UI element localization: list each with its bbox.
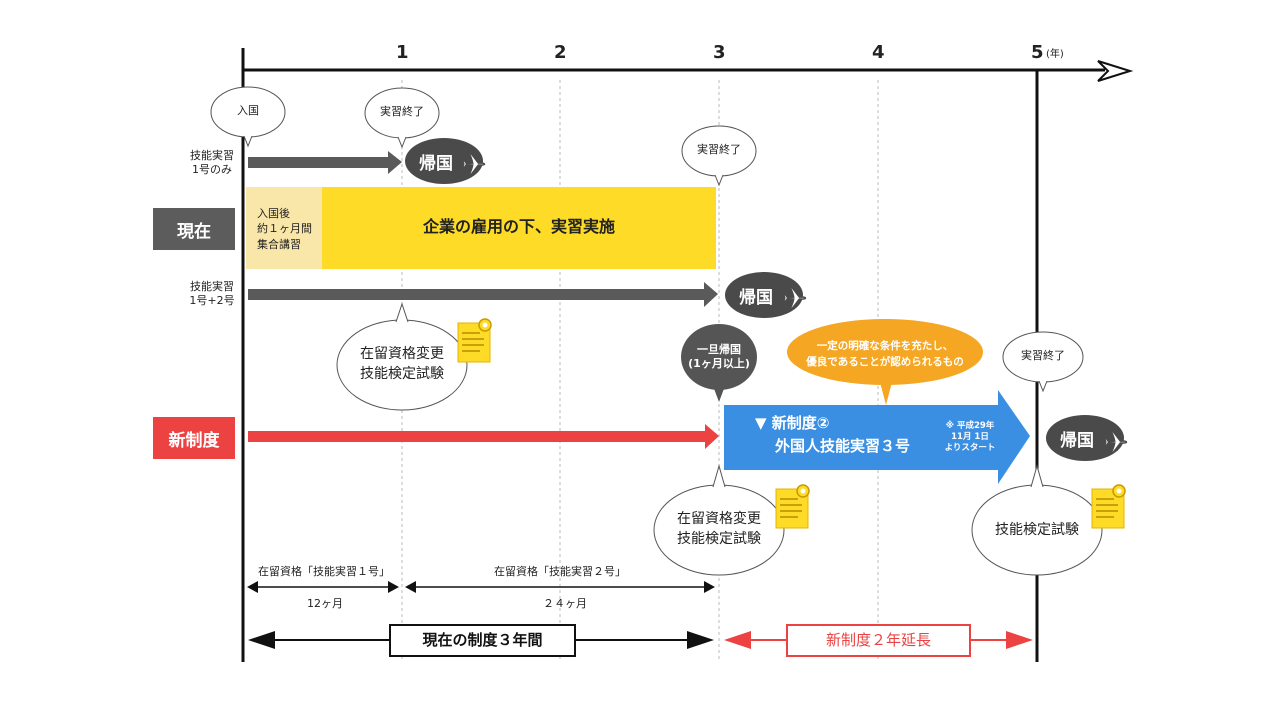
bubble-skill-test-5-text: 技能検定試験 xyxy=(995,522,1079,538)
bubble-end-training-5-text: 実習終了 xyxy=(1021,349,1065,362)
bubble-entry-text: 入国 xyxy=(237,104,259,117)
bubble-condition-shape xyxy=(787,319,983,405)
period-months-1-label: 12ヶ月 xyxy=(307,597,343,610)
return-home-text-3: 帰国 xyxy=(1060,430,1094,451)
arrow-row1 xyxy=(248,151,402,174)
certificate-icon-5 xyxy=(1091,484,1126,529)
bubble-entry-shape xyxy=(210,86,286,148)
bubble-status-change-3-text: 在留資格変更 技能検定試験 xyxy=(677,511,761,548)
return-home-text-2: 帰国 xyxy=(739,287,773,308)
bubble-end-training-1-shape xyxy=(364,87,440,149)
bubble-end-training-3-shape xyxy=(681,125,757,187)
arrow-new-system xyxy=(248,424,719,449)
period-status-2-label: 在留資格「技能実習２号」 xyxy=(494,565,626,578)
return-home-pill-3: 帰国 xyxy=(1046,415,1124,461)
certificate-icon-3 xyxy=(775,484,810,529)
row1-label: 技能実習 1号のみ xyxy=(190,149,234,176)
current-total-arrow xyxy=(248,624,714,657)
new-system-arrow-line2: 外国人技能実習３号 xyxy=(775,437,911,455)
bubble-status-change-1-text: 在留資格変更 技能検定試験 xyxy=(360,346,444,383)
bubble-end-training-1-text: 実習終了 xyxy=(380,105,424,118)
bubble-status-change-3-shape xyxy=(653,464,785,576)
bubble-end-training-5-shape xyxy=(1002,331,1084,393)
axis-unit-label: (年) xyxy=(1046,49,1064,60)
return-home-pill-1: 帰国 xyxy=(405,138,483,184)
arrow-row2 xyxy=(248,282,718,307)
period-status-1-label: 在留資格「技能実習１号」 xyxy=(258,565,390,578)
current-system-tag: 現在 xyxy=(153,208,235,250)
return-home-pill-2: 帰国 xyxy=(725,272,803,318)
row2-label: 技能実習 1号+2号 xyxy=(189,280,235,307)
new-extension-arrow xyxy=(724,624,1033,657)
new-extension-label: 新制度２年延長 xyxy=(825,631,931,649)
tick-label-3: 3 xyxy=(713,42,726,63)
tick-label-5: 5 xyxy=(1031,42,1044,63)
period-arrow-12-months xyxy=(247,581,399,593)
bubble-temp-return-shape xyxy=(681,324,757,402)
bubble-temp-return-text: 一旦帰国 (1ヶ月以上) xyxy=(688,343,750,370)
airplane-icon-1: ✈ xyxy=(460,148,487,183)
return-home-text-1: 帰国 xyxy=(419,153,453,174)
yellow-bar-left-text: 入国後 約１ヶ月間 集合講習 xyxy=(257,207,312,251)
timeline-arrowhead xyxy=(1097,60,1134,82)
current-total-label: 現在の制度３年間 xyxy=(422,631,543,649)
tick-label-2: 2 xyxy=(554,42,567,63)
bubble-skill-test-5-shape xyxy=(971,464,1103,576)
period-arrow-24-months xyxy=(405,581,715,593)
airplane-icon-2: ✈ xyxy=(781,282,808,317)
bubble-condition-text: 一定の明確な条件を充たし、 優良であることが認められるもの xyxy=(806,340,964,369)
new-system-tag: 新制度 xyxy=(153,417,235,459)
yellow-bar-main-text: 企業の雇用の下、実習実施 xyxy=(422,217,615,236)
certificate-icon-1 xyxy=(457,318,492,363)
new-system-arrow-note: ※ 平成29年 11月 1日 よりスタート xyxy=(944,421,996,454)
tick-label-1: 1 xyxy=(396,42,409,63)
new-system-arrow-line1: ▼ 新制度② xyxy=(755,414,830,432)
airplane-icon-3: ✈ xyxy=(1102,426,1129,461)
yellow-bar-light xyxy=(246,187,322,269)
bubble-end-training-3-text: 実習終了 xyxy=(697,143,741,156)
blue-arrow-shape xyxy=(724,390,1030,484)
tick-label-4: 4 xyxy=(872,42,885,63)
yellow-bar-main xyxy=(322,187,716,269)
bubble-status-change-1-shape xyxy=(336,302,468,411)
period-months-2-label: ２４ヶ月 xyxy=(543,597,587,610)
